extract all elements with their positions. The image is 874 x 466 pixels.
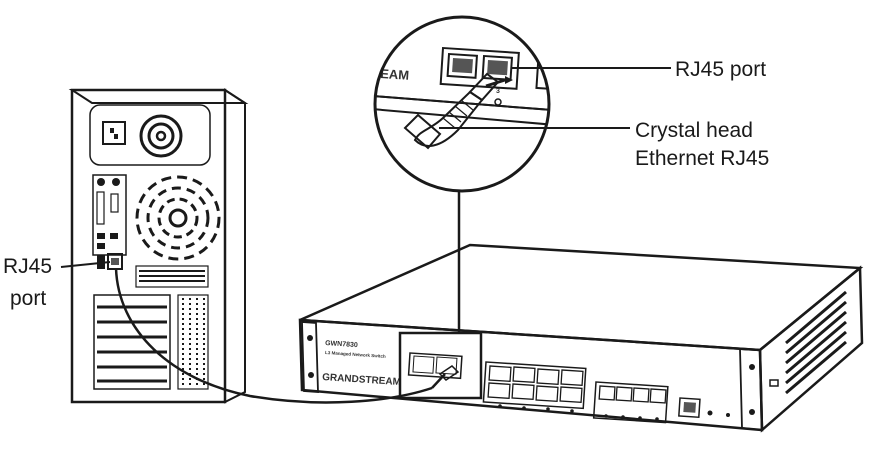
serial-port: [110, 193, 119, 213]
ps2-port: [112, 178, 120, 186]
case-fan: [135, 175, 221, 261]
expansion-slots: [93, 294, 171, 390]
power-socket: [102, 121, 126, 145]
usb-port: [97, 233, 105, 239]
network-switch: GWN7830 L3 Managed Network Switch GRANDS…: [298, 243, 864, 433]
parallel-port: [96, 191, 105, 225]
label-rj45-port: RJ45 port: [675, 58, 766, 81]
vent-grille: [135, 265, 209, 288]
highlight-box: [398, 331, 483, 400]
reset-button: [707, 410, 713, 416]
power-led: [726, 413, 730, 417]
pc-tower: [68, 88, 249, 404]
zoom-magnifier: EAM 3: [373, 15, 551, 193]
label-pc-port: port: [10, 287, 46, 310]
switch-subtitle-label: L3 Managed Network Switch: [325, 350, 386, 359]
switch-brand-label: GRANDSTREAM: [322, 372, 401, 388]
rj45-plug: [403, 72, 513, 150]
switch-port-group-2: [482, 361, 587, 413]
label-pc-rj45: RJ45: [3, 255, 52, 278]
usb-port: [97, 243, 105, 249]
side-vent: [177, 294, 209, 390]
label-crystal-head: Crystal head: [635, 119, 753, 142]
svg-text:3: 3: [496, 88, 500, 95]
ps2-port: [97, 178, 105, 186]
zoom-brand-label: EAM: [380, 66, 410, 83]
switch-port-group-1: [407, 352, 463, 380]
usb-port: [110, 233, 118, 239]
console-port: [678, 397, 701, 419]
callout-line-pc-port: [60, 261, 111, 268]
psu-fan: [139, 114, 183, 158]
switch-model-label: GWN7830: [325, 340, 358, 349]
power-supply: [89, 104, 211, 166]
switch-port-group-3: [592, 381, 669, 424]
label-ethernet-rj45: Ethernet RJ45: [635, 147, 769, 170]
switch-side-plug: [438, 365, 460, 381]
zoom-port-1: [446, 52, 479, 79]
ethernet-cable: [114, 267, 433, 404]
